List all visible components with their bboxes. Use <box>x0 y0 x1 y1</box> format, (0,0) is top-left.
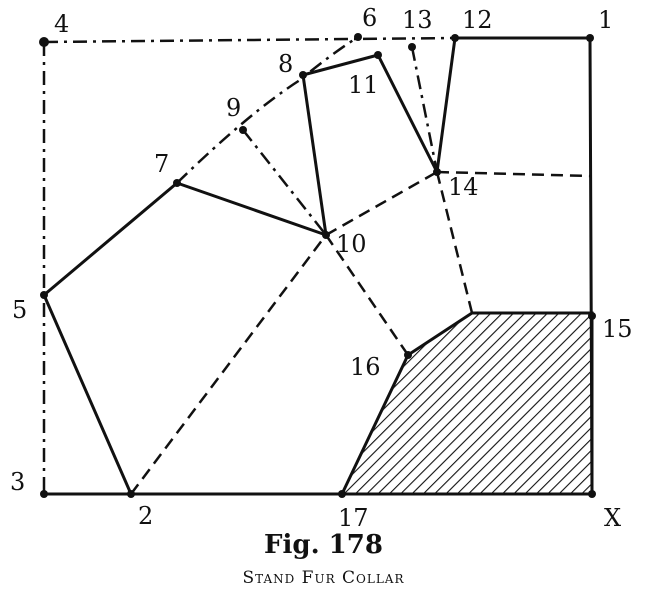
line-14-12 <box>435 36 457 174</box>
label-10: 10 <box>336 230 367 258</box>
line-1-X <box>588 36 594 496</box>
point-7-dot <box>173 179 181 187</box>
label-2: 2 <box>138 502 153 530</box>
line-10-16 <box>324 234 410 356</box>
label-8: 8 <box>278 50 293 78</box>
label-13: 13 <box>402 6 433 34</box>
label-6: 6 <box>362 4 377 32</box>
point-8-dot <box>299 71 307 79</box>
line-14-1-side <box>436 170 591 178</box>
label-17: 17 <box>338 504 369 530</box>
label-1: 1 <box>598 6 613 34</box>
point-17-dot <box>338 490 346 498</box>
point-labels: 4 6 13 12 1 8 11 9 7 14 10 5 15 16 3 2 1… <box>10 4 633 530</box>
label-14: 14 <box>448 173 479 201</box>
point-16-dot <box>404 351 412 359</box>
dash-dot-lines <box>42 35 456 494</box>
point-2-dot <box>127 490 135 498</box>
line-5-2 <box>42 293 133 496</box>
points <box>39 33 596 498</box>
line-13-14 <box>410 46 439 173</box>
point-6-dot <box>354 33 362 41</box>
label-9: 9 <box>226 94 241 122</box>
label-5: 5 <box>12 296 27 324</box>
figure-subtitle: Stand Fur Collar <box>242 568 405 588</box>
label-4: 4 <box>54 10 69 38</box>
point-13-dot <box>408 43 416 51</box>
line-9-10 <box>242 129 327 236</box>
label-12: 12 <box>462 6 493 34</box>
point-X-dot <box>588 490 596 498</box>
point-11-dot <box>374 51 382 59</box>
point-4-dot <box>39 37 49 47</box>
curve-7-6 <box>176 35 359 184</box>
label-3: 3 <box>10 468 25 496</box>
label-16: 16 <box>350 353 381 381</box>
label-15: 15 <box>602 315 633 343</box>
line-10-8 <box>301 73 328 237</box>
label-X: X <box>604 504 621 530</box>
point-1-dot <box>586 34 594 42</box>
point-9-dot <box>239 126 247 134</box>
figure-title: Fig. 178 <box>264 530 383 560</box>
line-11-14 <box>376 53 439 174</box>
line-4-12 <box>43 36 456 44</box>
line-5-7 <box>42 181 179 297</box>
dashed-lines <box>130 170 591 495</box>
label-11: 11 <box>348 71 379 99</box>
label-7: 7 <box>154 150 169 178</box>
line-8-11 <box>301 53 380 77</box>
point-15-dot <box>588 312 596 320</box>
point-10-dot <box>322 231 330 239</box>
point-5-dot <box>40 291 48 299</box>
stand-fur-collar-diagram: 4 6 13 12 1 8 11 9 7 14 10 5 15 16 3 2 1… <box>10 4 633 530</box>
point-12-dot <box>451 34 459 42</box>
point-3-dot <box>40 490 48 498</box>
line-10-14 <box>325 170 438 237</box>
hatched-collar-region <box>339 311 594 496</box>
point-14-dot <box>433 168 441 176</box>
line-7-10 <box>175 181 328 237</box>
solid-lines <box>42 36 594 496</box>
line-2-10 <box>130 234 327 495</box>
line-14-hatch <box>435 171 474 314</box>
